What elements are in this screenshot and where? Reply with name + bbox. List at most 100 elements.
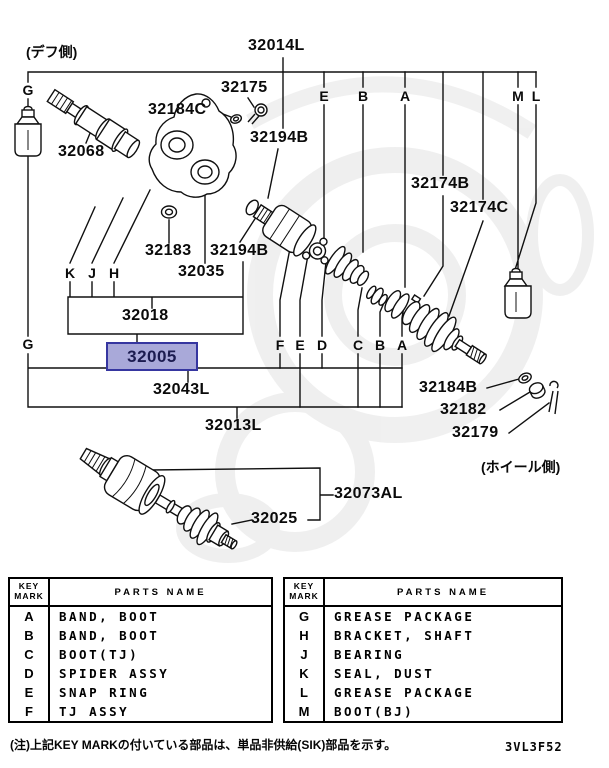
key-mark-cell: H <box>285 626 325 645</box>
key-letter-a-top: A <box>399 88 411 104</box>
table-row: A BAND, BOOT <box>10 607 271 626</box>
spider-assy-drawing <box>301 237 329 265</box>
part-label-32068: 32068 <box>58 143 105 160</box>
key-mark-cell: J <box>285 645 325 664</box>
kjh-bracket-lines <box>67 189 261 343</box>
parts-name-header: PARTS NAME <box>114 586 207 598</box>
parts-name-cell: BRACKET, SHAFT <box>334 628 475 643</box>
washer-32184B-drawing <box>518 372 532 384</box>
parts-name-header: PARTS NAME <box>396 586 490 598</box>
key-mark-cell: E <box>10 683 50 702</box>
wheel-end-leader-lines <box>486 378 550 434</box>
grease-bottle-left-drawing <box>14 105 42 157</box>
key-letter-l: L <box>531 88 541 104</box>
key-letter-f: F <box>275 337 285 353</box>
key-letter-h: H <box>108 265 120 281</box>
wheel-side-label: (ホイール側) <box>481 459 561 475</box>
part-label-32182: 32182 <box>440 401 487 418</box>
key-mark-cell: M <box>285 702 325 721</box>
parts-name-cell: GREASE PACKAGE <box>334 609 475 624</box>
key-letter-b-mid: B <box>374 337 386 353</box>
part-label-32013l: 32013L <box>205 417 262 434</box>
part-label-32073al: 32073AL <box>334 485 403 502</box>
key-mark-table-right: KEY MARK PARTS NAME G GREASE PACKAGE H B… <box>283 577 563 723</box>
key-mark-header: KEY MARK <box>285 579 325 605</box>
key-letter-e-mid: E <box>295 337 305 353</box>
lower-assembly-leader-lines <box>149 467 334 525</box>
key-letter-b-top: B <box>357 88 369 104</box>
table-row: J BEARING <box>285 645 561 664</box>
top-letter-lines <box>323 71 537 288</box>
key-mark-table-left: KEY MARK PARTS NAME A BAND, BOOT B BAND,… <box>8 577 273 723</box>
tj-boot-drawing <box>324 245 370 286</box>
knuckle-bracket-drawing <box>148 93 237 198</box>
key-mark-cell: D <box>10 664 50 683</box>
parts-name-cell: BOOT(BJ) <box>334 704 415 719</box>
fedcba-lines <box>279 237 405 408</box>
parts-name-cell: SNAP RING <box>59 685 150 700</box>
highlighted-part-32005[interactable]: 32005 <box>106 342 198 371</box>
grease-bottle-right-drawing <box>503 267 532 319</box>
key-letter-e-top: E <box>319 88 329 104</box>
table-row: G GREASE PACKAGE <box>285 607 561 626</box>
key-letter-g-bottom: G <box>22 336 34 352</box>
key-mark-cell: L <box>285 683 325 702</box>
table-header: KEY MARK PARTS NAME <box>285 579 561 607</box>
part-label-32043l: 32043L <box>153 381 210 398</box>
parts-name-cell: TJ ASSY <box>59 704 130 719</box>
key-letter-d: D <box>316 337 328 353</box>
table-row: M BOOT(BJ) <box>285 702 561 721</box>
key-mark-cell: G <box>285 607 325 626</box>
nut-32183-drawing <box>160 205 178 219</box>
stub-shaft-32068-drawing <box>46 88 141 159</box>
table-row: K SEAL, DUST <box>285 664 561 683</box>
table-row: C BOOT(TJ) <box>10 645 271 664</box>
table-row: D SPIDER ASSY <box>10 664 271 683</box>
key-mark-cell: F <box>10 702 50 721</box>
table-row: L GREASE PACKAGE <box>285 683 561 702</box>
parts-name-cell: BAND, BOOT <box>59 609 160 624</box>
figure-code: 3VL3F52 <box>505 740 563 754</box>
bracket-lines <box>27 57 537 419</box>
right-label-lines <box>423 71 484 317</box>
part-label-32014l: 32014L <box>248 37 305 54</box>
part-label-32174b: 32174B <box>411 175 470 192</box>
tj-housing-32035-drawing <box>245 199 317 257</box>
part-label-32179: 32179 <box>452 424 499 441</box>
key-mark-cell: A <box>10 607 50 626</box>
part-label-32183: 32183 <box>145 242 192 259</box>
key-mark-cell: B <box>10 626 50 645</box>
bolt-32175-drawing <box>247 103 268 125</box>
key-letter-c: C <box>352 337 364 353</box>
driveshaft-assy-32013-drawing <box>79 447 238 550</box>
key-mark-cell: C <box>10 645 50 664</box>
diff-side-label: (デフ側) <box>26 44 78 60</box>
key-letter-a-mid: A <box>396 337 408 353</box>
table-row: B BAND, BOOT <box>10 626 271 645</box>
part-label-32194b-top: 32194B <box>250 129 309 146</box>
part-label-32184c: 32184C <box>148 101 207 118</box>
bj-joint-and-boot-drawing <box>384 289 487 365</box>
key-letter-k: K <box>64 265 76 281</box>
part-label-32018: 32018 <box>122 307 169 324</box>
parts-name-cell: BAND, BOOT <box>59 628 160 643</box>
footnote: (注)上記KEY MARKの付いている部品は、単品非供給(SIK)部品を示す。 <box>10 738 397 752</box>
table-header: KEY MARK PARTS NAME <box>10 579 271 607</box>
cotter-pin-32179-drawing <box>548 380 559 415</box>
table-row: H BRACKET, SHAFT <box>285 626 561 645</box>
parts-name-cell: SEAL, DUST <box>334 666 435 681</box>
key-mark-cell: K <box>285 664 325 683</box>
key-letter-m: M <box>512 88 524 104</box>
part-label-32184b: 32184B <box>419 379 478 396</box>
part-label-32175: 32175 <box>221 79 268 96</box>
key-letter-g-top: G <box>22 82 34 98</box>
parts-name-cell: BEARING <box>334 647 405 662</box>
table-row: E SNAP RING <box>10 683 271 702</box>
washer-32184C-drawing <box>229 114 243 124</box>
key-mark-header: KEY MARK <box>10 579 50 605</box>
part-label-32174c: 32174C <box>450 199 509 216</box>
shaft-rings-drawing <box>366 285 388 306</box>
part-label-32035: 32035 <box>178 263 225 280</box>
